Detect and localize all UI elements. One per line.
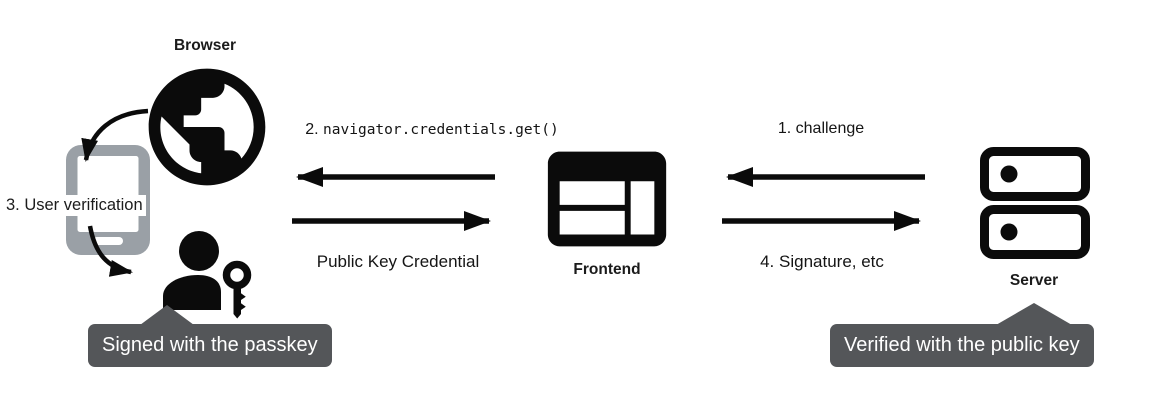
public-key-credential-label: Public Key Credential <box>316 252 480 271</box>
tooltip-pointer-up <box>140 305 194 325</box>
server-stack-icon <box>980 147 1090 259</box>
credentials-get-step-number: 2. <box>305 121 319 138</box>
browser-window-icon <box>536 128 678 270</box>
credentials-get-code: navigator.credentials.get() <box>323 122 559 138</box>
signature-label: 4. Signature, etc <box>760 252 884 271</box>
user-verification-label: 3. User verification <box>3 195 146 216</box>
challenge-label: 1. challenge <box>777 120 865 137</box>
verified-with-public-key-text: Verified with the public key <box>844 334 1080 356</box>
browser-node-label: Browser <box>173 37 237 54</box>
signed-with-passkey-tooltip: Signed with the passkey <box>88 305 332 367</box>
frontend-node-label: Frontend <box>573 261 641 278</box>
arrow-browser-to-phone <box>81 108 149 162</box>
tooltip-pointer-up <box>996 303 1072 325</box>
credentials-get-label: 2. navigator.credentials.get() <box>305 121 559 139</box>
signed-with-passkey-text: Signed with the passkey <box>102 334 318 356</box>
person-key-icon <box>158 226 258 322</box>
verified-with-public-key-tooltip: Verified with the public key <box>830 303 1094 367</box>
arrow-phone-to-user <box>87 225 133 277</box>
server-node-label: Server <box>1009 272 1059 289</box>
globe-icon <box>137 57 277 197</box>
